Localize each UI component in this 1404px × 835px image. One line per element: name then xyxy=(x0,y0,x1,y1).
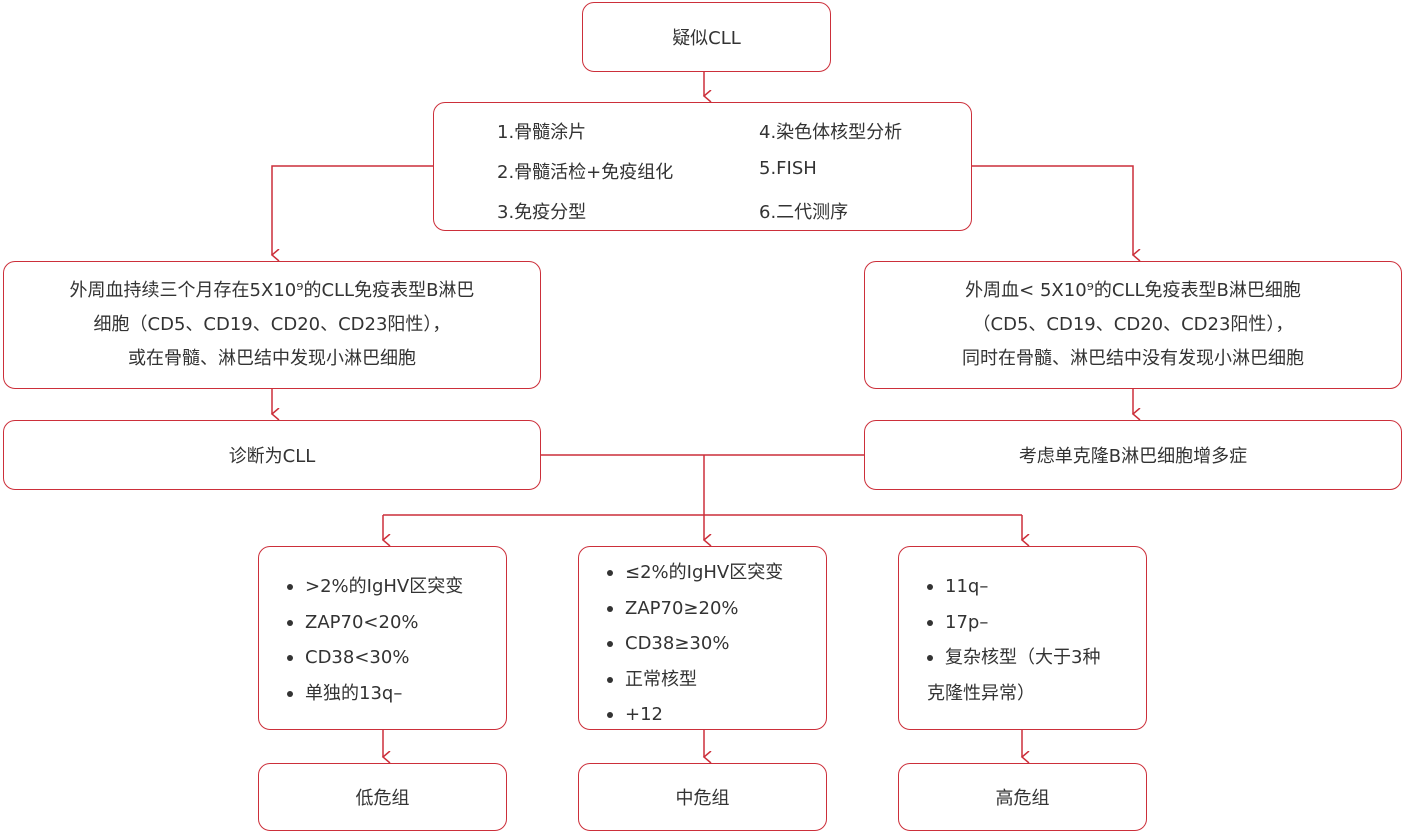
mid-risk-features-node: ≤2%的IgHV区突变 ZAP70≥20% CD38≥30% 正常核型 +12 xyxy=(578,546,827,730)
feature-item: CD38≥30% xyxy=(607,626,783,662)
suspect-cll-label: 疑似CLL xyxy=(672,28,741,49)
method-item: 1.骨髓涂片 xyxy=(497,122,587,143)
edge-methods-right xyxy=(972,165,1133,255)
methods-node xyxy=(433,102,972,231)
feature-item: ≤2%的IgHV区突变 xyxy=(607,555,783,591)
feature-item: 复杂核型（大于3种 xyxy=(927,640,1100,676)
high-risk-feature-list: 11q– 17p– 复杂核型（大于3种 克隆性异常） xyxy=(927,569,1100,711)
low-risk-node: 低危组 xyxy=(258,763,507,831)
suspect-cll-node: 疑似CLL xyxy=(582,2,831,72)
feature-item: 11q– xyxy=(927,569,1100,605)
right-criteria-line: （CD5、CD19、CD20、CD23阳性）， xyxy=(972,314,1294,335)
feature-item: ZAP70≥20% xyxy=(607,591,783,627)
diagnosis-cll-node: 诊断为CLL xyxy=(3,420,541,490)
feature-item: ZAP70<20% xyxy=(287,605,463,641)
method-item: 5.FISH xyxy=(759,158,817,179)
method-item: 4.染色体核型分析 xyxy=(759,122,903,143)
feature-item: CD38<30% xyxy=(287,640,463,676)
left-criteria-node: 外周血持续三个月存在5X10⁹的CLL免疫表型B淋巴 细胞（CD5、CD19、C… xyxy=(3,261,541,389)
feature-item: >2%的IgHV区突变 xyxy=(287,569,463,605)
left-criteria-line: 外周血持续三个月存在5X10⁹的CLL免疫表型B淋巴 xyxy=(69,280,475,301)
method-item: 3.免疫分型 xyxy=(497,202,587,223)
left-criteria-line: 或在骨髓、淋巴结中发现小淋巴细胞 xyxy=(128,348,416,369)
feature-item: +12 xyxy=(607,697,783,733)
feature-item-continuation: 克隆性异常） xyxy=(927,682,1035,704)
feature-item: 正常核型 xyxy=(607,662,783,698)
high-risk-label: 高危组 xyxy=(995,788,1050,809)
left-criteria-line: 细胞（CD5、CD19、CD20、CD23阳性）， xyxy=(93,314,451,335)
diagnosis-cll-label: 诊断为CLL xyxy=(228,446,316,467)
mid-risk-node: 中危组 xyxy=(578,763,827,831)
diagnosis-mbl-node: 考虑单克隆B淋巴细胞增多症 xyxy=(864,420,1402,490)
method-item: 6.二代测序 xyxy=(759,202,849,223)
mid-risk-feature-list: ≤2%的IgHV区突变 ZAP70≥20% CD38≥30% 正常核型 +12 xyxy=(607,555,783,733)
feature-item: 单独的13q– xyxy=(287,676,463,712)
mid-risk-label: 中危组 xyxy=(675,788,730,809)
right-criteria-line: 外周血< 5X10⁹的CLL免疫表型B淋巴细胞 xyxy=(965,280,1301,301)
feature-item: 17p– xyxy=(927,605,1100,641)
method-item: 2.骨髓活检+免疫组化 xyxy=(497,162,674,183)
low-risk-label: 低危组 xyxy=(355,788,410,809)
edge-methods-left xyxy=(272,165,433,255)
right-criteria-line: 同时在骨髓、淋巴结中没有发现小淋巴细胞 xyxy=(962,348,1304,369)
high-risk-node: 高危组 xyxy=(898,763,1147,831)
low-risk-feature-list: >2%的IgHV区突变 ZAP70<20% CD38<30% 单独的13q– xyxy=(287,569,463,711)
right-criteria-node: 外周血< 5X10⁹的CLL免疫表型B淋巴细胞 （CD5、CD19、CD20、C… xyxy=(864,261,1402,389)
diagnosis-mbl-label: 考虑单克隆B淋巴细胞增多症 xyxy=(1018,446,1248,467)
low-risk-features-node: >2%的IgHV区突变 ZAP70<20% CD38<30% 单独的13q– xyxy=(258,546,507,730)
high-risk-features-node: 11q– 17p– 复杂核型（大于3种 克隆性异常） xyxy=(898,546,1147,730)
methods-list: 1.骨髓涂片 2.骨髓活检+免疫组化 3.免疫分型 4.染色体核型分析 5.FI… xyxy=(497,113,967,223)
